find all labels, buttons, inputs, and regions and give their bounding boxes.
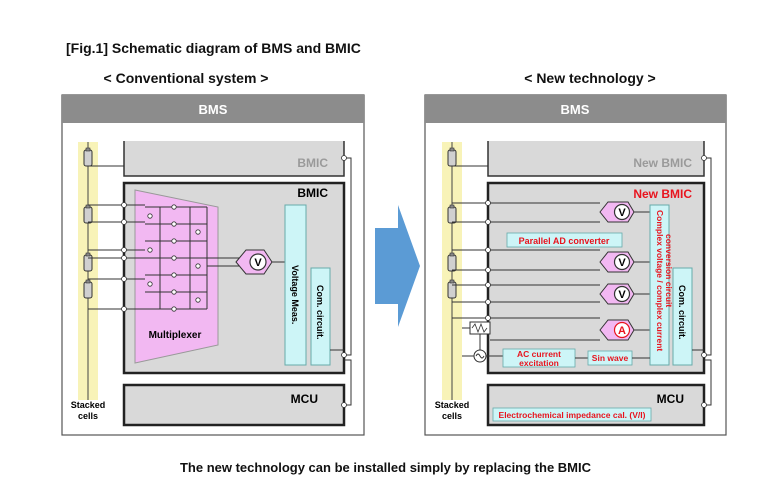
voltmeter-icon: V (599, 251, 635, 273)
battery-cell-icon (83, 279, 93, 299)
voltage-meas-label: Voltage Meas. (290, 265, 300, 324)
conversion-circuit-label: conversion circuit (664, 234, 674, 307)
mcu-label: MCU (657, 392, 684, 406)
impedance-calc-block (492, 407, 652, 422)
voltmeter-icon: V (599, 283, 635, 305)
battery-cell-icon (83, 204, 93, 224)
ac-current-excitation-label: AC current (517, 349, 561, 359)
figure-caption: The new technology can be installed simp… (179, 460, 592, 475)
transition-arrow-icon (375, 205, 420, 327)
battery-cell-icon (447, 279, 457, 299)
parallel-ad-converter-label: Parallel AD converter (519, 236, 610, 246)
sin-wave-label: Sin wave (592, 353, 629, 363)
multiplexer-label: Multiplexer (149, 330, 202, 341)
ac-source-icon (473, 349, 487, 363)
bms-label: BMS (199, 102, 228, 117)
svg-text:V: V (618, 289, 626, 301)
battery-cell-icon (83, 147, 93, 167)
complex-conversion-circuit-block (649, 204, 670, 366)
bmic-top-label: BMIC (297, 156, 328, 170)
impedance-calc-label: Electrochemical impedance cal. (V/I) (499, 410, 646, 420)
battery-cell-icon (83, 252, 93, 272)
stacked-cells-label: Stacked (435, 400, 470, 410)
resistor-icon (469, 321, 491, 335)
bms-header (425, 95, 726, 123)
svg-text:V: V (618, 257, 626, 269)
conventional-heading: < Conventional system > (103, 70, 269, 86)
ac-current-excitation-label: excitation (519, 358, 559, 368)
ammeter-icon: A (599, 319, 635, 341)
voltage-measurement-block (284, 204, 307, 366)
new-technology-panel: BMS Stacked cells New BMIC New BMIC (424, 94, 727, 436)
conventional-panel: BMS Stacked cells BMIC BMIC (61, 94, 365, 436)
bmic-label: BMIC (297, 186, 328, 200)
voltmeter-icon: V (207, 249, 285, 275)
stacked-cells-label: cells (78, 411, 98, 421)
figure-title: [Fig.1] Schematic diagram of BMS and BMI… (66, 40, 361, 56)
com-circuit-label: Com. circuit. (315, 285, 325, 340)
new-bmic-top-label: New BMIC (633, 156, 692, 170)
battery-cell-icon (447, 204, 457, 224)
svg-text:A: A (618, 325, 626, 337)
com-circuit-label: Com. circuit. (677, 285, 687, 340)
stacked-cells-label: Stacked (71, 400, 106, 410)
battery-cell-icon (447, 252, 457, 272)
voltmeter-icon: V (599, 201, 635, 223)
stacked-cells-label: cells (442, 411, 462, 421)
svg-text:V: V (254, 257, 262, 269)
bms-label: BMS (561, 102, 590, 117)
svg-text:V: V (618, 207, 626, 219)
new-technology-heading: < New technology > (524, 70, 656, 86)
conversion-circuit-label: Complex voltage / complex current (655, 210, 665, 351)
bms-header (62, 95, 364, 123)
com-circuit-block (672, 267, 693, 366)
com-circuit-block (310, 267, 331, 366)
battery-cell-icon (447, 147, 457, 167)
mcu-label: MCU (291, 392, 318, 406)
new-bmic-label: New BMIC (633, 187, 692, 201)
